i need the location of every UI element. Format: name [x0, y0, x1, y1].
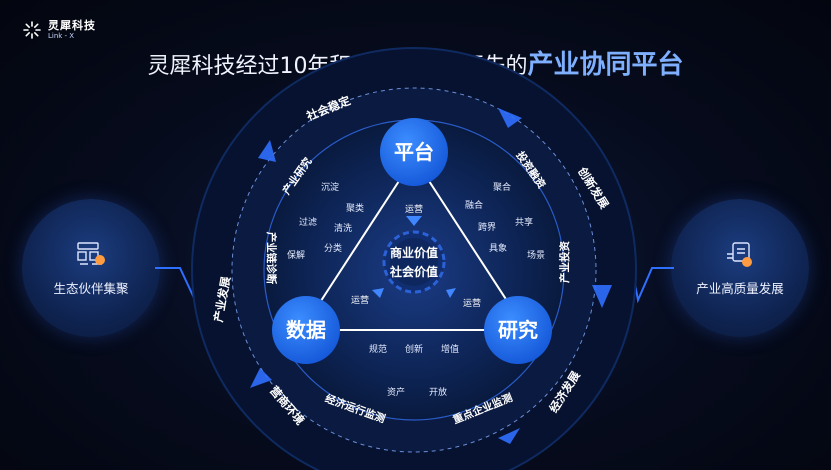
left-outer-word: 保解 [287, 249, 305, 261]
value-gear-icon [382, 230, 446, 294]
right-inner-word: 融合 [465, 199, 483, 211]
bottom-word: 规范 [369, 343, 387, 355]
ring-industry-investment: 产业投资 [558, 241, 571, 283]
industry-card: 产业高质量发展 [671, 199, 809, 337]
company-logo: 灵犀科技 Link - X [22, 20, 96, 40]
ecosystem-card: 生态伙伴集聚 [22, 199, 160, 337]
flow-top-arrow [406, 216, 422, 226]
logo-mark-icon [23, 21, 41, 39]
logo-english-name: Link - X [48, 32, 75, 40]
flow-right-arrow [446, 288, 456, 298]
bottom-below-word: 开放 [429, 386, 447, 398]
arrow-bottom-left [250, 368, 272, 388]
platform-label: 平台 [394, 140, 434, 164]
left-inner-word: 聚类 [346, 202, 364, 214]
right-outer-word: 场景 [527, 250, 545, 261]
arrow-left [258, 140, 276, 162]
left-inner-word: 清洗 [334, 222, 352, 234]
title-accent: 产业协同平台 [527, 50, 684, 80]
logo-name: 灵犀科技 [48, 19, 96, 32]
data-node [272, 296, 340, 364]
industry-label: 产业高质量发展 [696, 280, 784, 296]
ecosystem-label: 生态伙伴集聚 [53, 280, 129, 296]
research-label: 研究 [498, 318, 538, 342]
bottom-below-word: 资产 [387, 386, 405, 398]
flow-left-label: 运营 [351, 294, 369, 306]
ecosystem-icon [77, 241, 105, 265]
arrow-top-right [498, 108, 522, 128]
left-outer-word: 沉淀 [321, 181, 339, 193]
bottom-word: 创新 [405, 343, 423, 355]
left-inner-word: 分类 [324, 242, 342, 254]
left-outer-word: 过滤 [299, 216, 317, 228]
arrow-right [592, 285, 612, 308]
business-value: 商业价值 [390, 245, 438, 260]
industry-icon [727, 241, 752, 267]
bottom-word: 增值 [441, 343, 459, 355]
platform-node [380, 118, 448, 186]
right-inner-word: 具象 [489, 242, 507, 254]
flow-top-label: 运营 [405, 203, 423, 215]
social-value: 社会价值 [389, 264, 438, 279]
right-inner-word: 跨界 [478, 222, 496, 233]
research-node [484, 296, 552, 364]
flow-left-arrow [372, 288, 384, 298]
core-triangle [300, 156, 528, 331]
flow-right-label: 运营 [463, 297, 481, 309]
ring-chain-diagnosis: 产业链诊断 [265, 232, 278, 285]
right-outer-word: 共享 [515, 216, 533, 228]
arrow-bottom-right [498, 428, 520, 444]
right-outer-word: 聚合 [493, 181, 511, 193]
data-label: 数据 [286, 318, 326, 342]
